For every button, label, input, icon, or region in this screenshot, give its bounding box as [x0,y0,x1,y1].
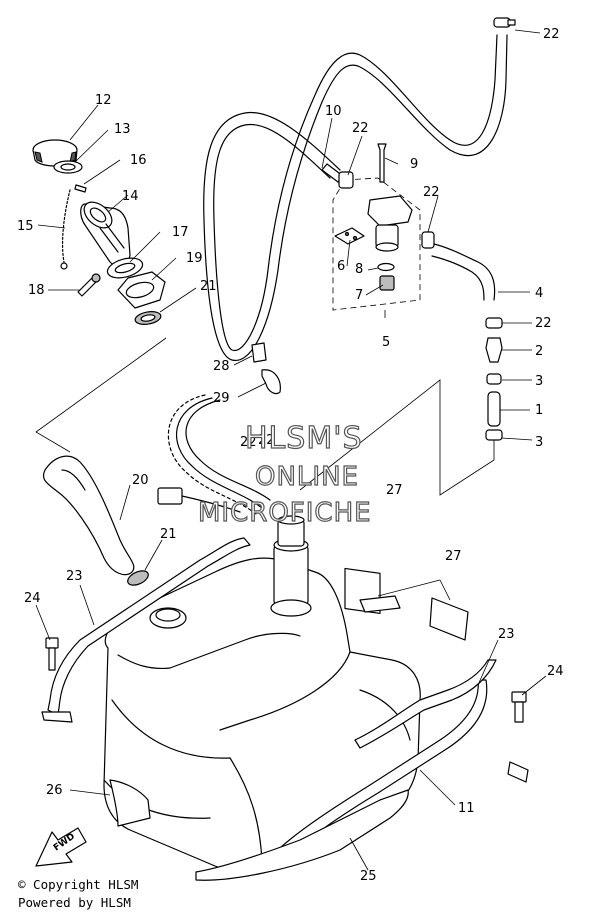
callout-8: 8 [355,262,363,277]
callout-20: 20 [132,473,149,488]
watermark-line-2: ONLINE [255,462,359,492]
callout-22: 22 [535,316,552,331]
watermark-line-1: HLSM'S [245,421,363,456]
callout-3: 3 [535,435,543,450]
callout-5: 5 [382,335,390,350]
callout-3: 3 [535,374,543,389]
powered-by-text: Powered by HLSM [18,895,131,910]
callout-17: 17 [172,225,189,240]
strap-23-left [41,537,251,723]
leader-right-box [299,379,495,496]
watermark-line-3: MICROFICHE [198,498,372,528]
clamp-22-top [493,17,516,28]
copyright-text: © Copyright HLSM [18,877,139,892]
callout-22: 22 [352,121,369,136]
hose-4 [431,243,496,301]
callout-25: 25 [360,869,377,884]
fwd-arrow: FWD [35,827,87,867]
callout-10: 10 [325,104,342,119]
callout-4: 4 [535,286,543,301]
callout-24: 24 [24,591,41,606]
callout-15: 15 [17,219,34,234]
callout-14: 14 [122,189,139,204]
leader-hose-20 [35,337,167,453]
callout-29: 29 [213,391,230,406]
strap-23-right [269,659,529,863]
fuel-hose-10 [203,34,508,361]
callout-21: 21 [200,279,217,294]
callout-19: 19 [186,251,203,266]
watermark: HLSM'S ONLINE MICROFICHE [197,420,372,528]
pad-25 [195,789,409,881]
bolt-24-left [45,637,59,671]
callout-21: 21 [160,527,177,542]
callout-23: 23 [498,627,515,642]
callout-2: 2 [535,344,543,359]
callout-6: 6 [337,259,345,274]
callout-1: 1 [535,403,543,418]
fuel-tank-11 [103,515,421,871]
bolt-24-right [511,691,527,723]
leader-lines [35,29,547,871]
callout-18: 18 [28,283,45,298]
clamp-21-lower [127,570,149,586]
callout-27: 27 [386,483,403,498]
clips-28-29 [251,342,281,395]
callout-22: 22 [543,27,560,42]
callout-7: 7 [355,288,363,303]
callout-22: 22 [258,433,275,448]
callout-28: 28 [213,359,230,374]
callout-23: 23 [66,569,83,584]
pads-27 [344,567,469,641]
callout-26: 26 [46,783,63,798]
hose-20 [42,455,135,576]
callout-13: 13 [114,122,131,137]
callout-numbers: 22 12 13 16 14 15 17 18 19 21 10 22 9 22… [17,27,564,884]
fuel-cap-assembly [32,139,166,325]
callout-12: 12 [95,93,112,108]
pad-26 [109,779,151,827]
callout-9: 9 [410,157,418,172]
callout-24: 24 [547,664,564,679]
callout-27: 27 [445,549,462,564]
fuel-pump-wiring [157,394,271,515]
callout-11: 11 [458,801,475,816]
fuel-filter-assembly [332,143,435,311]
callout-16: 16 [130,153,147,168]
callout-22: 22 [423,185,440,200]
callout-22: 22 [240,435,257,450]
check-valve-parts [485,317,503,441]
